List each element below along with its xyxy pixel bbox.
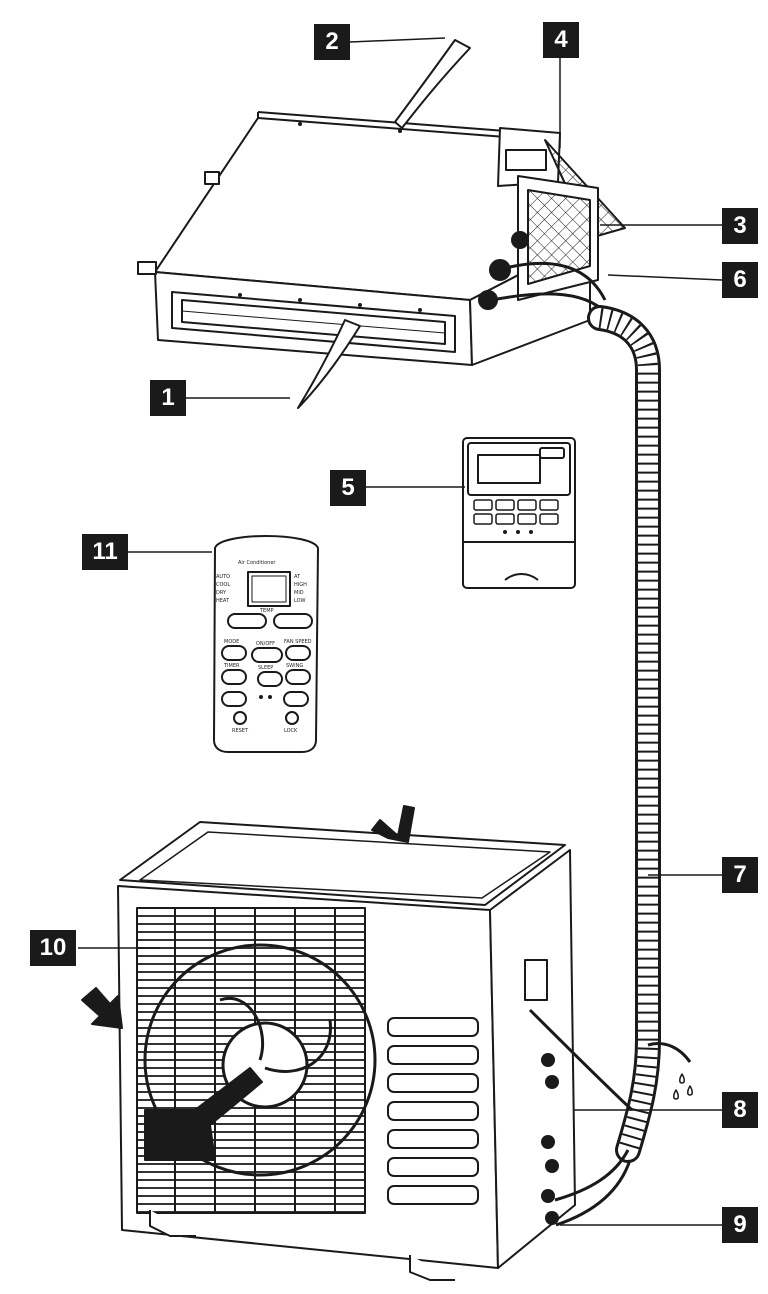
remote-temp-label: TEMP <box>259 608 274 614</box>
outdoor-exhaust-arrow <box>144 1067 263 1161</box>
callout-1: 1 <box>150 380 186 416</box>
remote-fan-auto: AT <box>294 574 301 580</box>
remote-fan-high: HIGH <box>294 582 307 588</box>
water-drop-icons <box>673 1073 693 1100</box>
callout-4: 4 <box>543 22 579 58</box>
remote-reset-label: RESET <box>232 728 249 734</box>
callout-leaders <box>78 37 723 1226</box>
remote-fan-low: LOW <box>294 598 306 604</box>
remote-timer-label: TIMER <box>223 663 240 669</box>
callout-6: 6 <box>722 262 758 298</box>
remote-lock-label: LOCK <box>284 728 298 734</box>
indoor-duct-unit <box>137 111 626 366</box>
callout-7: 7 <box>722 857 758 893</box>
remote-mode-auto: AUTO <box>216 574 230 580</box>
outdoor-unit <box>117 821 634 1281</box>
remote-swing-label: SWING <box>286 663 303 669</box>
supply-air-arrow <box>394 39 471 129</box>
remote-brand: Air Conditioner <box>238 560 276 566</box>
remote-mode-dry: DRY <box>216 590 227 596</box>
remote-mode-heat: HEAT <box>216 598 230 604</box>
callout-3: 3 <box>722 208 758 244</box>
outdoor-intake-arrow-left <box>81 987 123 1029</box>
wired-controller <box>462 437 576 589</box>
callout-8: 8 <box>722 1092 758 1128</box>
callout-2: 2 <box>314 24 350 60</box>
connecting-pipe-hose <box>587 305 693 1163</box>
outdoor-intake-arrow-top <box>371 805 415 843</box>
callout-9: 9 <box>722 1207 758 1243</box>
callout-10: 10 <box>30 930 76 966</box>
remote-controller: Air Conditioner AUTO COOL DRY HEAT AT HI… <box>213 535 319 753</box>
remote-mode-cool: COOL <box>216 582 230 588</box>
callout-5: 5 <box>330 470 366 506</box>
remote-onoff-label: ON/OFF <box>256 641 275 647</box>
remote-fanspeed-label: FAN SPEED <box>284 639 312 645</box>
remote-sleep-label: SLEEP <box>258 665 273 671</box>
remote-mode-label: MODE <box>224 639 239 645</box>
remote-fan-mid: MID <box>294 590 304 596</box>
callout-11: 11 <box>82 534 128 570</box>
return-air-arrow <box>297 319 361 409</box>
